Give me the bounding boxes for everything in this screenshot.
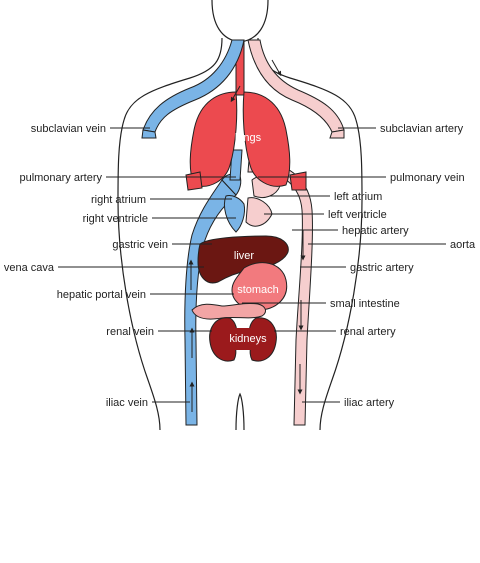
kidney-connector bbox=[232, 328, 254, 350]
head-outline bbox=[211, 0, 269, 43]
label-subclavian-vein: subclavian vein bbox=[31, 123, 106, 135]
pulmonary-artery-shape bbox=[229, 149, 243, 181]
label-iliac-artery: iliac artery bbox=[344, 397, 395, 409]
right-lung-lobe bbox=[185, 171, 203, 191]
subclavian-artery-arrow bbox=[271, 59, 282, 77]
label-small-intestine: small intestine bbox=[330, 298, 400, 310]
label-subclavian-artery: subclavian artery bbox=[380, 123, 464, 135]
left-ventricle-shape bbox=[245, 197, 273, 227]
label-renal-artery: renal artery bbox=[340, 326, 396, 338]
label-gastric-artery: gastric artery bbox=[350, 262, 414, 274]
left-lung bbox=[242, 91, 291, 187]
label-gastric-vein: gastric vein bbox=[112, 239, 168, 251]
crotch-contour bbox=[235, 392, 245, 431]
label-right-atrium: right atrium bbox=[91, 194, 146, 206]
label-hepatic-portal-vein: hepatic portal vein bbox=[57, 289, 146, 301]
right-ventricle-shape bbox=[223, 195, 245, 233]
label-vena-cava: vena cava bbox=[4, 262, 55, 274]
subclavian-vein-end bbox=[141, 129, 157, 139]
label-renal-vein: renal vein bbox=[106, 326, 154, 338]
subclavian-vein-arrow bbox=[230, 85, 241, 103]
vena-cava-shape bbox=[184, 179, 237, 426]
leader-lines bbox=[58, 127, 446, 403]
right-body-contour bbox=[257, 37, 363, 431]
label-text-group: subclavian vein subclavian artery pulmon… bbox=[4, 123, 476, 409]
label-right-ventricle: right ventricle bbox=[83, 213, 148, 225]
small-intestine-organ bbox=[191, 302, 266, 320]
label-left-atrium: left atrium bbox=[334, 191, 382, 203]
liver-label: liver bbox=[234, 250, 255, 262]
stomach-label: stomach bbox=[237, 284, 279, 296]
label-pulmonary-vein: pulmonary vein bbox=[390, 172, 465, 184]
kidneys-organ bbox=[209, 317, 277, 362]
left-body-contour bbox=[117, 37, 223, 431]
kidneys-label: kidneys bbox=[229, 333, 267, 345]
label-hepatic-artery: hepatic artery bbox=[342, 225, 409, 237]
venous-system bbox=[141, 39, 245, 426]
label-iliac-vein: iliac vein bbox=[106, 397, 148, 409]
label-left-ventricle: left ventricle bbox=[328, 209, 387, 221]
subclavian-artery-end bbox=[329, 129, 345, 139]
lungs-label: lungs bbox=[235, 132, 262, 144]
label-pulmonary-artery: pulmonary artery bbox=[19, 172, 102, 184]
label-aorta: aorta bbox=[450, 239, 476, 251]
left-lung-lobe bbox=[289, 171, 307, 191]
